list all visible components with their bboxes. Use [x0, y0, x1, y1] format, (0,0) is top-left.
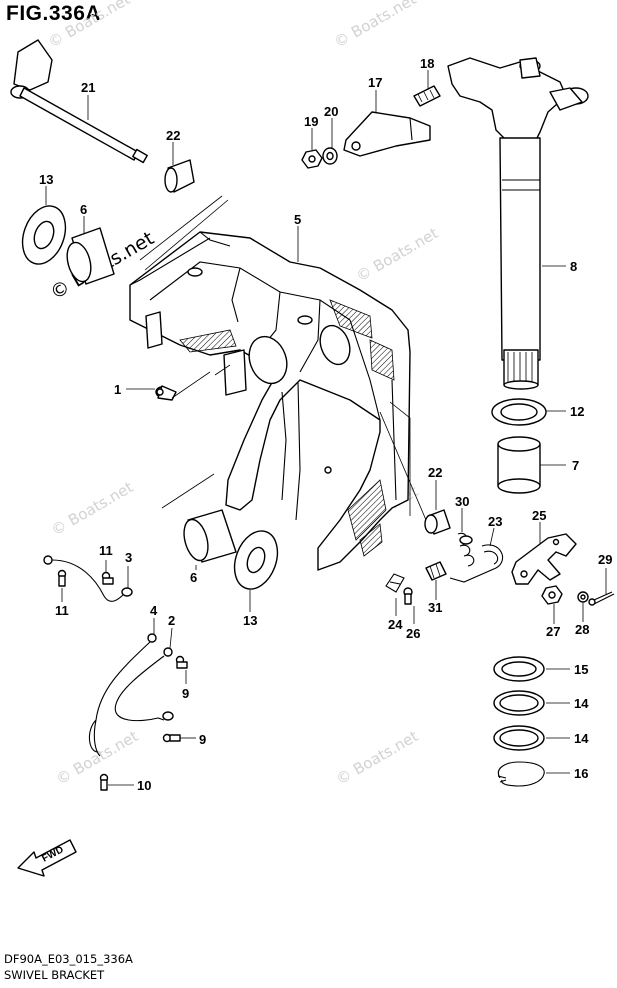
watermark-text: © Boats.net [45, 0, 133, 51]
part-14-washer-a [493, 690, 545, 716]
figure-code: DF90A_E03_015_336A [4, 952, 133, 966]
callout-6: 6 [190, 570, 197, 585]
watermark-text: © Boats.net [53, 727, 141, 788]
part-8-steering-shaft [447, 57, 589, 390]
part-11-bolt-a [57, 569, 67, 587]
callout-24: 24 [388, 617, 403, 632]
callout-8: 8 [570, 259, 577, 274]
part-26-screw [403, 587, 413, 605]
part-11-bolt-b [101, 571, 114, 585]
part-22-bushing-lower [424, 509, 451, 535]
figure-title: FIG.336A [6, 2, 102, 25]
callout-5: 5 [294, 212, 301, 227]
callout-11: 11 [55, 603, 69, 618]
callout-10: 10 [137, 778, 151, 793]
watermark-text: © Boats.net [353, 224, 441, 285]
watermark-text: © Boats.net [48, 478, 136, 539]
part-22-bushing-top [164, 159, 195, 193]
callout-23: 23 [488, 514, 502, 529]
callout-11: 11 [99, 543, 113, 558]
forward-direction-arrow: FWD [17, 839, 77, 877]
part-6-bushing-top [66, 227, 115, 285]
part-9-bolt-a [175, 655, 188, 669]
part-4-ground-wire [88, 633, 157, 757]
part-15-washer [493, 656, 545, 682]
part-24-clip [385, 573, 405, 593]
part-28-washer [577, 591, 589, 603]
callout-14: 14 [574, 696, 589, 711]
callout-22: 22 [428, 465, 442, 480]
part-14-washer-b [493, 725, 545, 751]
callout-22: 22 [166, 128, 180, 143]
part-31-spring [425, 561, 447, 581]
part-23-tilt-lever [449, 544, 504, 583]
callout-20: 20 [324, 104, 338, 119]
callout-30: 30 [455, 494, 469, 509]
part-2-ground-wire [114, 647, 174, 722]
callout-19: 19 [304, 114, 318, 129]
part-3-ground-wire [43, 555, 133, 602]
callout-26: 26 [406, 626, 420, 641]
part-19-nut [301, 149, 323, 169]
part-9-bolt-b [162, 733, 181, 743]
callout-7: 7 [572, 458, 579, 473]
part-21-shaft [10, 39, 148, 164]
callout-leaders [45, 70, 607, 786]
callout-28: 28 [575, 622, 589, 637]
callout-14: 14 [574, 731, 589, 746]
part-17-bracket-plate [343, 111, 431, 157]
callout-1: 1 [114, 382, 121, 397]
part-13-washer-top [21, 205, 67, 265]
watermark-text: © Boats.net [333, 727, 421, 788]
part-20-washer [322, 147, 338, 165]
part-6-bushing-lower [183, 509, 237, 563]
part-30-spring [457, 532, 475, 567]
part-10-bolt [99, 773, 109, 791]
callout-2: 2 [168, 613, 175, 628]
part-1-grease-fitting [155, 385, 177, 401]
callout-17: 17 [368, 75, 382, 90]
callout-21: 21 [81, 80, 95, 95]
callout-25: 25 [532, 508, 546, 523]
callout-13: 13 [243, 613, 257, 628]
callout-3: 3 [125, 550, 132, 565]
callout-12: 12 [570, 404, 584, 419]
part-12-washer [491, 398, 547, 426]
part-25-tilt-lock-lever [511, 533, 577, 585]
callout-31: 31 [428, 600, 442, 615]
callout-15: 15 [574, 662, 588, 677]
callout-4: 4 [150, 603, 158, 618]
callout-16: 16 [574, 766, 588, 781]
assembly-name: SWIVEL BRACKET [4, 968, 105, 982]
part-18-bolt [413, 85, 441, 107]
callout-9: 9 [199, 732, 206, 747]
part-7-bushing [497, 436, 541, 494]
part-5-swivel-bracket [129, 231, 411, 571]
assembly-leader-lines [139, 195, 427, 521]
callout-29: 29 [598, 552, 612, 567]
callout-18: 18 [420, 56, 434, 71]
callout-9: 9 [182, 686, 189, 701]
callout-27: 27 [546, 624, 560, 639]
watermark-text: © Boats.net [331, 0, 419, 51]
part-13-washer-lower [233, 530, 279, 590]
part-29-cotter-pin [588, 591, 615, 606]
callout-6: 6 [80, 202, 87, 217]
part-16-snap-ring [497, 761, 545, 787]
callout-labels: 21 22 13 6 5 1 17 18 19 20 8 12 7 22 30 … [39, 56, 612, 793]
callout-13: 13 [39, 172, 53, 187]
part-27-nut [541, 585, 563, 605]
